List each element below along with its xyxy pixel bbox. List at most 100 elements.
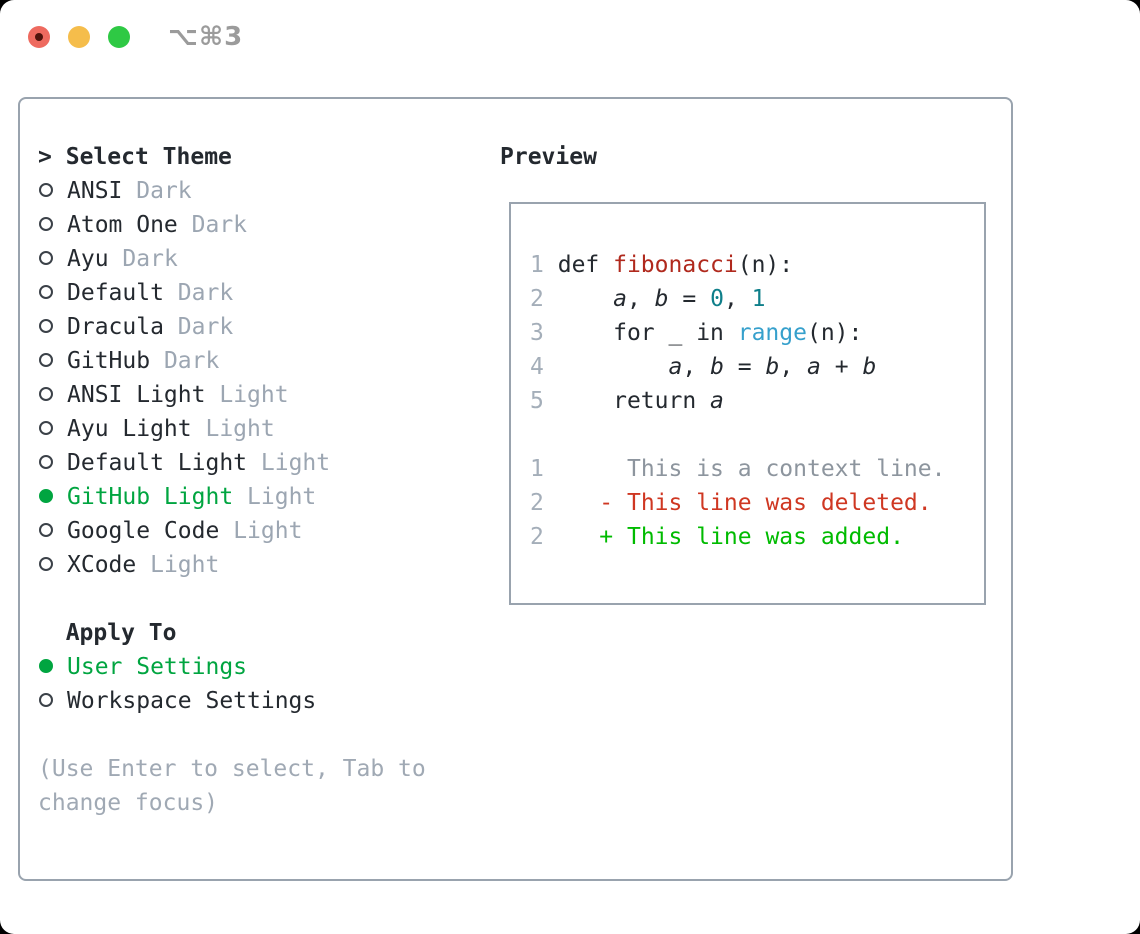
code-line: 1 def fibonacci(n): (530, 248, 984, 282)
theme-name: Default (67, 280, 164, 306)
theme-variant: Light (205, 416, 275, 442)
code-token: 1 (751, 286, 766, 312)
code-token: (n): (737, 252, 794, 278)
apply-to-header: Apply To (38, 616, 498, 650)
radio-icon (39, 693, 53, 707)
radio-icon (39, 421, 53, 435)
radio-icon (39, 319, 53, 333)
theme-option-ayu[interactable]: Ayu Dark (38, 242, 498, 276)
apply-option-workspace-settings[interactable]: Workspace Settings (38, 684, 498, 718)
zoom-button[interactable] (108, 26, 130, 48)
theme-name: ANSI Light (67, 382, 206, 408)
theme-variant: Light (247, 484, 317, 510)
theme-variant: Dark (191, 212, 248, 238)
theme-option-github[interactable]: GitHub Dark (38, 344, 498, 378)
close-button[interactable] (28, 26, 50, 48)
code-token: , (723, 286, 752, 312)
theme-variant: Light (150, 552, 220, 578)
code-token: 0 (710, 286, 724, 312)
apply-option-user-settings[interactable]: User Settings (38, 650, 498, 684)
line-number: 2 (530, 286, 544, 312)
radio-icon (39, 217, 53, 231)
theme-option-xcode[interactable]: XCode Light (38, 548, 498, 582)
select-theme-header: > Select Theme (38, 140, 498, 174)
unsaved-changes-dot-icon (35, 33, 43, 41)
theme-variant: Dark (163, 348, 220, 374)
radio-icon (39, 251, 53, 265)
theme-option-dracula[interactable]: Dracula Dark (38, 310, 498, 344)
theme-option-ansi[interactable]: ANSI Dark (38, 174, 498, 208)
window-title: ⌥⌘3 (168, 22, 244, 52)
preview-header: Preview (500, 144, 597, 170)
line-number: 2 (530, 524, 544, 550)
diff-line-context: 1 This is a context line. (530, 452, 984, 486)
line-number: 1 (530, 252, 544, 278)
theme-option-atom-one[interactable]: Atom One Dark (38, 208, 498, 242)
select-theme-title: Select Theme (65, 144, 232, 170)
radio-icon (39, 557, 53, 571)
hint-text: (Use Enter to select, Tab to change focu… (38, 756, 426, 816)
theme-name: ANSI (67, 178, 123, 204)
theme-option-ansi-light[interactable]: ANSI Light Light (38, 378, 498, 412)
apply-to-title: Apply To (65, 620, 177, 646)
diff-marker: + (599, 524, 614, 550)
theme-option-ayu-light[interactable]: Ayu Light Light (38, 412, 498, 446)
code-line: 3 for _ in range(n): (530, 316, 984, 350)
diff-marker (599, 456, 613, 482)
theme-name: GitHub Light (67, 484, 234, 510)
radio-icon (39, 183, 53, 197)
theme-option-default[interactable]: Default Dark (38, 276, 498, 310)
code-token: , (626, 286, 655, 312)
code-line: 2 a, b = 0, 1 (530, 282, 984, 316)
apply-option-label: Workspace Settings (67, 688, 317, 714)
code-token: fibonacci (613, 252, 738, 278)
line-number: 3 (530, 320, 544, 346)
code-token: b (710, 354, 724, 380)
blank-line (530, 418, 984, 452)
radio-selected-icon (39, 659, 53, 673)
code-token: a (668, 354, 683, 380)
line-number: 1 (530, 456, 544, 482)
radio-icon (39, 285, 53, 299)
code-token: range (737, 320, 807, 346)
theme-name: GitHub (67, 348, 151, 374)
theme-variant: Dark (136, 178, 192, 204)
minimize-button[interactable] (68, 26, 90, 48)
apply-option-label: User Settings (67, 654, 248, 680)
code-token: def (557, 252, 614, 278)
radio-icon (39, 455, 53, 469)
code-line: 4 a, b = b, a + b (530, 350, 984, 384)
line-number: 5 (530, 388, 544, 414)
code-token: , (682, 354, 711, 380)
diff-line-deleted: 2 - This line was deleted. (530, 486, 984, 520)
code-token: (n): (806, 320, 863, 346)
theme-variant: Light (260, 450, 331, 476)
theme-option-default-light[interactable]: Default Light Light (38, 446, 498, 480)
code-token: + (820, 354, 863, 380)
diff-marker: - (599, 490, 614, 516)
code-token: a (807, 354, 821, 380)
diff-text: This is a context line. (626, 456, 946, 482)
theme-variant: Dark (177, 280, 234, 306)
code-token: = (723, 354, 766, 380)
theme-option-github-light[interactable]: GitHub Light Light (38, 480, 498, 514)
theme-name: Default Light (67, 450, 248, 476)
code-token: b (654, 286, 669, 312)
theme-variant: Dark (122, 246, 178, 272)
theme-name: Atom One (67, 212, 178, 238)
theme-variant: Dark (177, 314, 234, 340)
code-token: a (710, 388, 724, 414)
radio-icon (39, 523, 53, 537)
theme-variant: Light (219, 382, 289, 408)
code-token: b (765, 354, 780, 380)
theme-option-google-code[interactable]: Google Code Light (38, 514, 498, 548)
diff-line-added: 2 + This line was added. (530, 520, 984, 554)
code-token: a (613, 286, 627, 312)
